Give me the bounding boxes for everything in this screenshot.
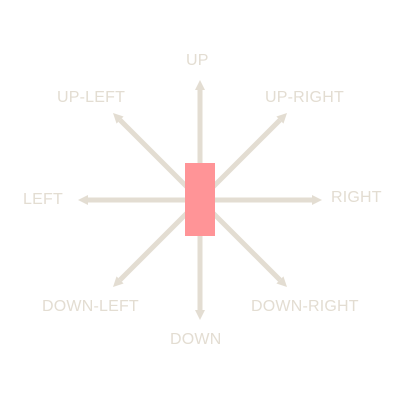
label-down: DOWN [170,331,222,348]
label-up: UP [186,52,209,69]
label-up-left: UP-LEFT [57,89,126,106]
label-left: LEFT [23,191,63,208]
arrow-down-right-head [276,276,287,287]
arrow-left [78,195,200,205]
arrow-up-head [195,80,205,90]
arrow-up-left-head [113,113,124,124]
arrow-down-left-head [113,276,124,287]
arrow-right-head [312,195,322,205]
label-right: RIGHT [331,189,382,206]
arrow-right [200,195,322,205]
label-down-right: DOWN-RIGHT [251,298,359,315]
label-up-right: UP-RIGHT [265,89,344,106]
arrow-up-right-head [276,113,287,124]
label-down-left: DOWN-LEFT [42,298,139,315]
center-block [185,163,215,236]
arrow-down-head [195,310,205,320]
arrow-left-head [78,195,88,205]
